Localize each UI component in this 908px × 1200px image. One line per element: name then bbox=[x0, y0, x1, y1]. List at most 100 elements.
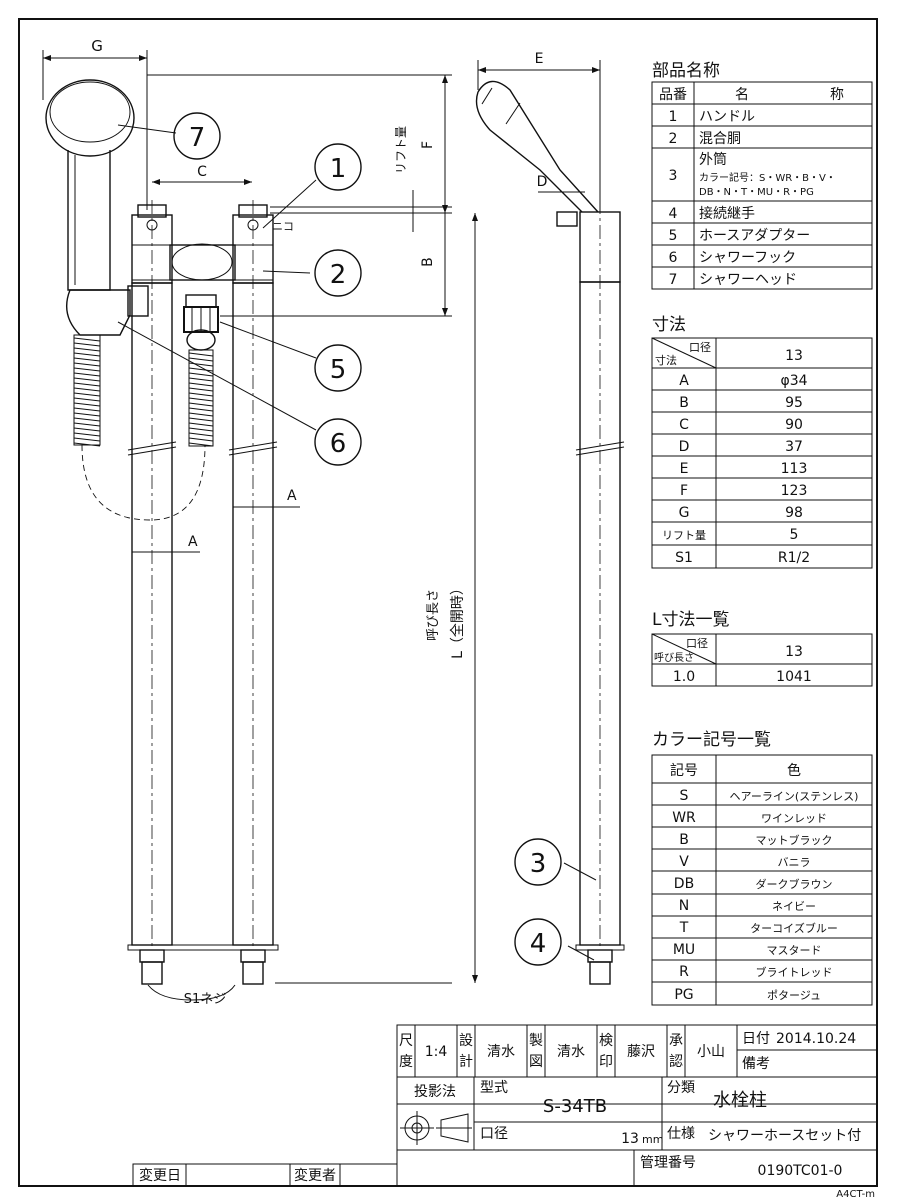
adapter-hose-rib bbox=[188, 432, 214, 437]
left-hose-rib bbox=[73, 437, 101, 442]
adapter-hose-rib bbox=[188, 442, 214, 447]
colors-row-2-code: WR bbox=[672, 810, 696, 826]
change-date-label: 変更日 bbox=[139, 1167, 181, 1184]
dim-label-c: C bbox=[197, 164, 207, 180]
dim-label-g: G bbox=[91, 37, 103, 55]
parts-row-6-name: シャワーフック bbox=[699, 250, 796, 266]
parts-row-1-no: 1 bbox=[669, 109, 678, 125]
parts-row-4-name: 接続継手 bbox=[699, 205, 755, 222]
dims-row-b-val: 95 bbox=[785, 395, 803, 411]
tb-design-label-1: 設 bbox=[459, 1033, 473, 1049]
sheet-size-label: A4CT-m bbox=[836, 1189, 875, 1200]
adapter-hose-rib bbox=[188, 367, 214, 372]
tb-check-label-2: 印 bbox=[599, 1054, 613, 1070]
left-hose-rib bbox=[73, 387, 101, 392]
left-hose-rib bbox=[73, 347, 101, 352]
colors-row-8-color: マスタード bbox=[767, 944, 822, 957]
tb-design-label-2: 計 bbox=[459, 1054, 473, 1070]
callout-1: 1 bbox=[314, 143, 362, 191]
colors-header-code: 記号 bbox=[670, 762, 698, 779]
parts-color-note-1: カラー記号：S・WR・B・V・ bbox=[699, 171, 836, 184]
tb-mgmt: 0190TC01-0 bbox=[758, 1163, 843, 1179]
colors-title: カラー記号一覧 bbox=[652, 730, 771, 750]
left-hose-rib bbox=[73, 392, 101, 397]
adapter-hose-rib bbox=[188, 352, 214, 357]
colors-row-6-code: N bbox=[679, 898, 689, 914]
colors-row-1-code: S bbox=[680, 788, 689, 804]
dims-row-f-key: F bbox=[680, 483, 688, 499]
colors-row-1-color: ヘアーライン(ステンレス) bbox=[730, 790, 859, 803]
tb-category: 水栓柱 bbox=[713, 1090, 767, 1111]
left-hose-rib bbox=[73, 407, 101, 412]
adapter-hose-rib bbox=[188, 437, 214, 442]
left-hose-rib bbox=[73, 412, 101, 417]
tb-date-label: 日付 bbox=[742, 1031, 770, 1047]
ltable-corner-top: 口径 bbox=[686, 637, 708, 650]
callout-4: 4 bbox=[514, 918, 562, 966]
color-table: カラー記号一覧 記号 色 S ヘアーライン(ステンレス) WR ワインレッド B… bbox=[651, 730, 873, 1006]
parts-table: 部品名称 品番 名 称 1 ハンドル 2 混合胴 3 外筒 カラー記号：S・WR… bbox=[651, 61, 873, 290]
dims-row-a-key: A bbox=[679, 373, 689, 389]
left-hose-rib bbox=[73, 432, 101, 437]
tb-date: 2014.10.24 bbox=[776, 1031, 856, 1047]
dims-row-g-val: 98 bbox=[785, 505, 803, 521]
parts-color-note-2: DB・N・T・MU・R・PG bbox=[699, 187, 814, 198]
tb-remarks-label: 備考 bbox=[742, 1056, 770, 1072]
callout-6: 6 bbox=[314, 418, 362, 466]
dims-row-a-val: φ34 bbox=[780, 373, 807, 389]
parts-row-3-no: 3 bbox=[669, 168, 678, 184]
dim-label-s1: S1ネジ bbox=[184, 992, 227, 1007]
adapter-hose-rib bbox=[188, 357, 214, 362]
colors-row-8-code: MU bbox=[673, 942, 695, 958]
front-view: G bbox=[42, 37, 478, 1007]
tb-bore-unit: mm bbox=[642, 1133, 663, 1146]
callout-4-label: 4 bbox=[530, 929, 547, 959]
tb-drafter: 清水 bbox=[557, 1044, 585, 1060]
dims-row-c-key: C bbox=[679, 417, 689, 433]
left-hose-rib bbox=[73, 382, 101, 387]
parts-row-1-name: ハンドル bbox=[699, 109, 755, 125]
ltable-corner-bottom: 呼び長さ bbox=[654, 652, 694, 664]
colors-row-3-code: B bbox=[679, 832, 689, 848]
parts-row-4-no: 4 bbox=[669, 206, 678, 222]
colors-row-3-color: マットブラック bbox=[756, 833, 833, 847]
dims-table-title: 寸法 bbox=[652, 315, 686, 335]
dims-row-c-val: 90 bbox=[785, 417, 803, 433]
change-record-block: 変更日 変更者 bbox=[132, 1163, 398, 1187]
left-hose-rib bbox=[73, 422, 101, 427]
colors-row-9-color: ブライトレッド bbox=[756, 965, 833, 979]
left-hose-rib bbox=[73, 337, 101, 342]
ltable-row-key: 1.0 bbox=[673, 669, 695, 685]
dim-label-length: 呼び長さ bbox=[426, 589, 441, 641]
callout-2: 2 bbox=[314, 249, 362, 297]
callout-3: 3 bbox=[514, 838, 562, 886]
dims-row-f-val: 123 bbox=[781, 483, 808, 499]
adapter-hose-rib bbox=[188, 407, 214, 412]
dim-label-d: D bbox=[537, 174, 548, 190]
title-block: 尺 度 1:4 設 計 清水 製 図 清水 検 印 藤沢 承 認 小山 日付 2… bbox=[396, 1024, 878, 1187]
dims-row-s1-val: R1/2 bbox=[778, 550, 810, 566]
left-hose-rib bbox=[73, 397, 101, 402]
tb-check-label-1: 検 bbox=[599, 1033, 613, 1049]
tb-checker: 藤沢 bbox=[627, 1044, 655, 1060]
left-hose-rib bbox=[73, 342, 101, 347]
parts-row-7-name: シャワーヘッド bbox=[699, 272, 797, 288]
dimensions-table: 寸法 口径 寸法 13 A φ34 B 95 C 90 D 37 E 113 F… bbox=[651, 315, 873, 569]
changer-label: 変更者 bbox=[294, 1167, 336, 1184]
dims-row-e-val: 113 bbox=[781, 461, 808, 477]
ltable-row-val: 1041 bbox=[776, 669, 812, 685]
left-hose-rib bbox=[73, 372, 101, 377]
parts-header-name-2: 称 bbox=[830, 87, 844, 103]
left-hose-rib bbox=[73, 357, 101, 362]
callout-1-label: 1 bbox=[330, 154, 347, 184]
dims-bore: 13 bbox=[785, 348, 803, 364]
tb-approver: 小山 bbox=[697, 1044, 725, 1060]
parts-table-title: 部品名称 bbox=[652, 61, 720, 81]
colors-row-9-code: R bbox=[679, 964, 689, 980]
tb-spec: シャワーホースセット付 bbox=[708, 1128, 861, 1144]
callout-5: 5 bbox=[314, 344, 362, 392]
parts-row-3-name: 外筒 bbox=[699, 151, 727, 168]
adapter-hose-rib bbox=[188, 422, 214, 427]
ltable-bore: 13 bbox=[785, 644, 803, 660]
